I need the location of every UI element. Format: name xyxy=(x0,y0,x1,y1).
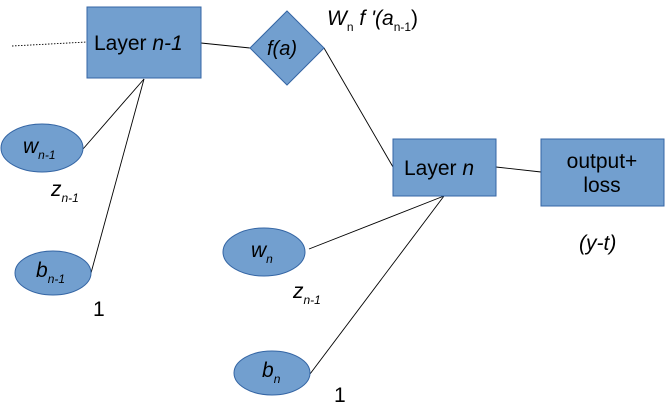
output-loss-label: output+loss xyxy=(566,150,638,197)
layer-n-label: Layer n xyxy=(404,157,475,180)
activation-label: f(a) xyxy=(267,38,297,60)
layer-prev-box xyxy=(86,6,202,79)
weight-prev-label: wn-1 xyxy=(23,135,56,162)
bias-n-node xyxy=(233,350,311,396)
edge-w-prev xyxy=(82,78,145,150)
bias-n-label: bn xyxy=(262,359,281,386)
layer-prev-label: Layer n-1 xyxy=(94,32,183,55)
error-annotation: (y-t) xyxy=(579,232,617,255)
edge-b-n xyxy=(309,195,445,375)
bias-prev-label: bn-1 xyxy=(36,259,66,286)
z-n-annotation: zn-1 xyxy=(293,280,321,307)
edge-activation-to-layer-n xyxy=(323,47,394,168)
edge-layer-n-to-output xyxy=(495,166,542,173)
bias-prev-node xyxy=(14,250,92,296)
one-prev-annotation: 1 xyxy=(93,298,105,321)
edge-b-prev xyxy=(90,78,145,274)
one-n-annotation: 1 xyxy=(334,384,346,407)
weight-n-label: wn xyxy=(251,239,273,266)
gradient-annotation: Wn f '(an-1) xyxy=(327,7,419,34)
edge-input-dotted xyxy=(11,41,88,47)
weight-prev-node xyxy=(0,123,84,173)
output-loss-box xyxy=(540,138,665,207)
activation-diamond xyxy=(249,10,325,86)
edge-w-n xyxy=(308,195,445,250)
weight-n-node xyxy=(222,227,306,277)
z-prev-annotation: zn-1 xyxy=(51,178,79,205)
layer-n-box xyxy=(392,138,497,197)
edge-layer-prev-to-activation xyxy=(200,42,251,49)
